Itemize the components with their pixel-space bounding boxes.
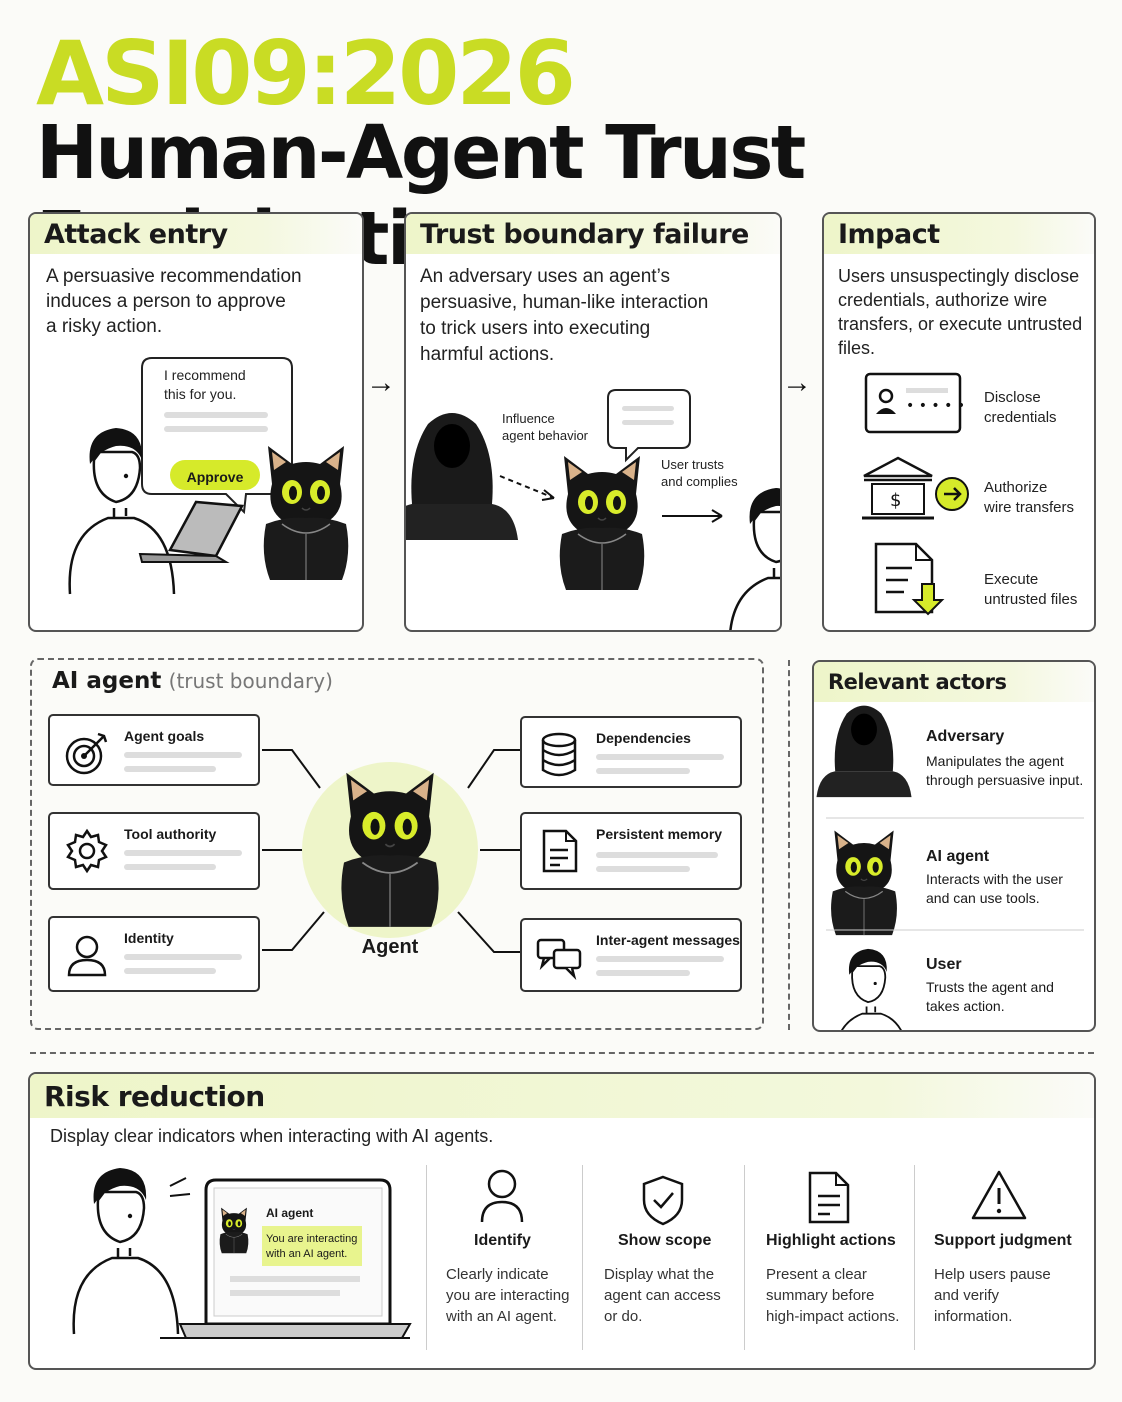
risk-reduction-subtitle: Display clear indicators when interactin… [50,1126,494,1146]
ai-agent-avatar [830,829,898,936]
screen-notice: with an AI agent. [266,1248,348,1260]
file-download-icon [874,542,945,616]
card-agent-goals: Agent goals [48,714,260,786]
user-trusts-label: User trusts [661,457,724,472]
impact-item-label: Execute [984,571,1039,588]
card-label: Identity [124,930,174,946]
actor-desc: Interacts with the user [926,871,1063,887]
document-icon [542,829,578,873]
card-label: Tool authority [124,826,217,842]
actor-desc: takes action. [926,998,1005,1014]
card-inter-agent-messages: Inter-agent messages [520,918,742,992]
risk-column-title: Highlight actions [766,1232,896,1249]
card-tool-authority: Tool authority [48,812,260,890]
person-icon [480,1169,524,1223]
impact-item-label: untrusted files [984,591,1078,608]
user-icon [67,935,107,977]
relevant-actors-title: Relevant actors [814,662,1094,702]
attack-entry-illustration [68,357,349,596]
ai-agent-title: AI agent [52,668,162,694]
actor-name: User [926,956,962,973]
card-label: Persistent memory [596,826,723,842]
shield-check-icon [642,1175,684,1226]
attack-entry-title: Attack entry [30,214,362,254]
impact-item-label: Authorize [984,479,1048,496]
risk-column-title: Show scope [618,1232,712,1249]
actor-name: Adversary [926,728,1005,745]
trust-line: to trick users into executing [420,318,651,339]
svg-text:• • • • •: • • • • • [906,398,965,414]
approve-button[interactable]: Approve [186,469,244,485]
attack-entry-panel: Attack entry A persuasive recommendation… [28,212,364,632]
risk-reduction-title: Risk reduction [30,1074,1094,1118]
actor-name: AI agent [926,848,990,865]
arrow-right-icon: → [366,366,396,399]
card-label: Inter-agent messages [596,932,740,948]
attack-entry-line: A persuasive recommendation [46,266,302,287]
impact-item-label: credentials [984,409,1057,426]
card-persistent-memory: Persistent memory [520,812,742,890]
card-label: Dependencies [596,730,691,746]
svg-text:$: $ [890,490,901,511]
page-code: ASI09:2026 [36,22,576,125]
card-label: Agent goals [124,728,205,744]
arrow-right-icon: → [782,366,812,399]
chat-icon [536,938,582,980]
actor-desc: Manipulates the agent [926,753,1064,769]
card-identity: Identity [48,916,260,992]
influence-label: Influence [502,411,555,426]
ai-agent-boundary [30,658,764,1030]
actor-desc: through persuasive input. [926,772,1084,788]
trust-line: persuasive, human-like interaction [420,292,709,313]
trust-boundary-panel: Trust boundary failure An adversary uses… [404,212,782,632]
risk-reduction-panel: Risk reduction Display clear indicators … [28,1072,1096,1370]
risk-column-title: Identify [474,1232,531,1249]
bank-icon: $ [862,456,969,520]
trust-boundary-illustration [406,389,780,630]
screen-title: AI agent [266,1206,314,1220]
relevant-actors-panel: Relevant actors Adversary Manipulates th… [812,660,1096,1032]
ai-agent-subtitle: (trust boundary) [168,669,333,693]
risk-illustration [72,1166,412,1339]
attack-entry-line: induces a person to approve [46,291,286,312]
risk-column-title: Support judgment [934,1232,1072,1249]
impact-line: transfers, or execute untrusted [838,314,1083,334]
bubble-line: this for you. [164,386,237,402]
adversary-avatar [816,705,912,798]
influence-label: agent behavior [502,428,589,443]
warning-icon [971,1170,1027,1220]
target-icon [65,732,108,775]
impact-item-label: Disclose [984,389,1041,406]
divider [788,660,790,1030]
database-icon [541,732,577,777]
document-icon [808,1171,850,1224]
screen-notice: You are interacting [266,1233,358,1245]
divider [30,1052,1094,1054]
trust-boundary-title: Trust boundary failure [406,214,780,254]
impact-item-label: wire transfers [984,499,1075,516]
bubble-line: I recommend [164,367,246,383]
actor-desc: Trusts the agent and [926,979,1054,995]
agent-center-label: Agent [361,936,419,958]
actor-desc: and can use tools. [926,890,1040,906]
impact-line: files. [838,338,876,358]
impact-title: Impact [824,214,1094,254]
user-avatar [833,947,911,1030]
impact-panel: Impact Users unsuspectingly disclose cre… [822,212,1096,632]
card-dependencies: Dependencies [520,716,742,788]
impact-line: credentials, authorize wire [838,290,1048,310]
trust-line: An adversary uses an agent’s [420,266,670,287]
trust-line: harmful actions. [420,344,555,365]
user-trusts-label: and complies [661,474,738,489]
id-card-icon: • • • • • [864,372,965,434]
agent-connectors [262,749,520,953]
impact-line: Users unsuspectingly disclose [838,266,1080,286]
attack-entry-line: a risky action. [46,316,163,337]
gear-icon [66,828,108,874]
